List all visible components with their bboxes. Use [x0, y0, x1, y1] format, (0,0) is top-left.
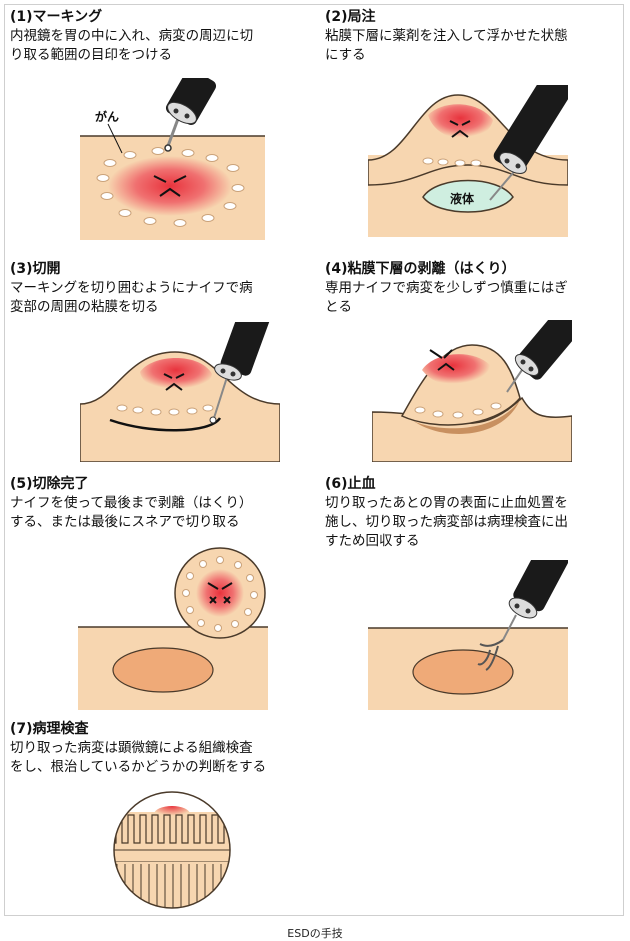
lesion-face-icon	[449, 120, 471, 138]
lesion	[140, 358, 212, 393]
step-2-figure: 液体	[368, 85, 568, 237]
endoscope-icon	[164, 78, 217, 152]
lesion	[428, 104, 493, 139]
step-6-hemostasis: (6)止血 切り取ったあとの胃の表面に止血処置を 施し、切り取った病変部は病理検…	[325, 475, 625, 551]
step-3-title: (3)切開	[10, 261, 61, 277]
step-6-description: 切り取ったあとの胃の表面に止血処置を 施し、切り取った病変部は病理検査に出 すた…	[325, 495, 568, 549]
fluid-label: 液体	[450, 191, 475, 206]
step-3-figure	[80, 322, 280, 462]
microscope-view	[114, 792, 230, 908]
lesion-face-icon	[163, 373, 185, 391]
marking-dots	[96, 147, 245, 227]
step-2-injection: (2)局注 粘膜下層に薬剤を注入して浮かせた状態 にする	[325, 8, 625, 65]
marking-dots	[182, 556, 258, 632]
step-7-title: (7)病理検査	[10, 721, 89, 737]
knife-endoscope-icon	[209, 322, 272, 424]
step-1-title: (1)マーキング	[10, 9, 103, 25]
endoscope-icon	[489, 85, 568, 201]
fluid-pocket	[422, 179, 514, 213]
step-2-title: (2)局注	[325, 9, 376, 25]
step-2-description: 粘膜下層に薬剤を注入して浮かせた状態 にする	[325, 28, 568, 63]
figure-caption: ESDの手技	[287, 927, 343, 940]
step-1-marking: (1)マーキング 内視鏡を胃の中に入れ、病変の周辺に切 り取る範囲の目印をつける	[10, 8, 315, 65]
step-3-incision: (3)切開 マーキングを切り囲むようにナイフで病 変部の周囲の粘膜を切る	[10, 260, 315, 317]
step-7-description: 切り取った病変は顕微鏡による組織検査 をし、根治しているかどうかの判断をする	[10, 740, 267, 775]
step-5-title: (5)切除完了	[10, 476, 89, 492]
lesion-face-icon	[429, 349, 455, 371]
step-5-description: ナイフを使って最後まで剥離（はくり） する、または最後にスネアで切り取る	[10, 495, 253, 530]
step-4-description: 専用ナイフで病変を少しずつ慎重にはぎ とる	[325, 280, 568, 315]
step-4-figure	[372, 320, 572, 462]
resection-wound	[112, 647, 214, 693]
cancer-leader-line	[107, 123, 123, 154]
lesion	[422, 354, 491, 387]
marking-dots	[414, 402, 502, 419]
marking-dots	[422, 157, 482, 167]
step-7-figure	[113, 791, 231, 909]
raised-mucosa	[80, 351, 280, 462]
resection-wound	[412, 649, 514, 695]
step-5-resection-complete: (5)切除完了 ナイフを使って最後まで剥離（はくり） する、または最後にスネアで…	[10, 475, 315, 532]
knife-endoscope-icon	[506, 320, 572, 393]
step-1-description: 内視鏡を胃の中に入れ、病変の周辺に切 り取る範囲の目印をつける	[10, 28, 254, 63]
step-7-pathology: (7)病理検査 切り取った病変は顕微鏡による組織検査 をし、根治しているかどうか…	[10, 720, 340, 777]
step-6-title: (6)止血	[325, 476, 376, 492]
lesion	[108, 156, 232, 216]
lesion-face-icon	[153, 175, 187, 197]
step-4-dissection: (4)粘膜下層の剥離（はくり） 専用ナイフで病変を少しずつ慎重にはぎ とる	[325, 260, 625, 317]
lesion-face-icon	[207, 582, 233, 604]
endoscope-icon	[502, 560, 568, 641]
step-3-description: マーキングを切り囲むようにナイフで病 変部の周囲の粘膜を切る	[10, 280, 253, 315]
step-4-title: (4)粘膜下層の剥離（はくり）	[325, 261, 516, 277]
glandular-structure	[114, 814, 225, 844]
step-6-figure	[368, 560, 568, 710]
cancer-label: がん	[95, 109, 119, 124]
step-5-figure	[78, 547, 268, 710]
marking-dots	[116, 404, 214, 416]
dissection-shadow	[412, 400, 520, 434]
step-1-figure: がん	[80, 78, 265, 240]
hemostatic-clip-icon	[477, 639, 504, 671]
